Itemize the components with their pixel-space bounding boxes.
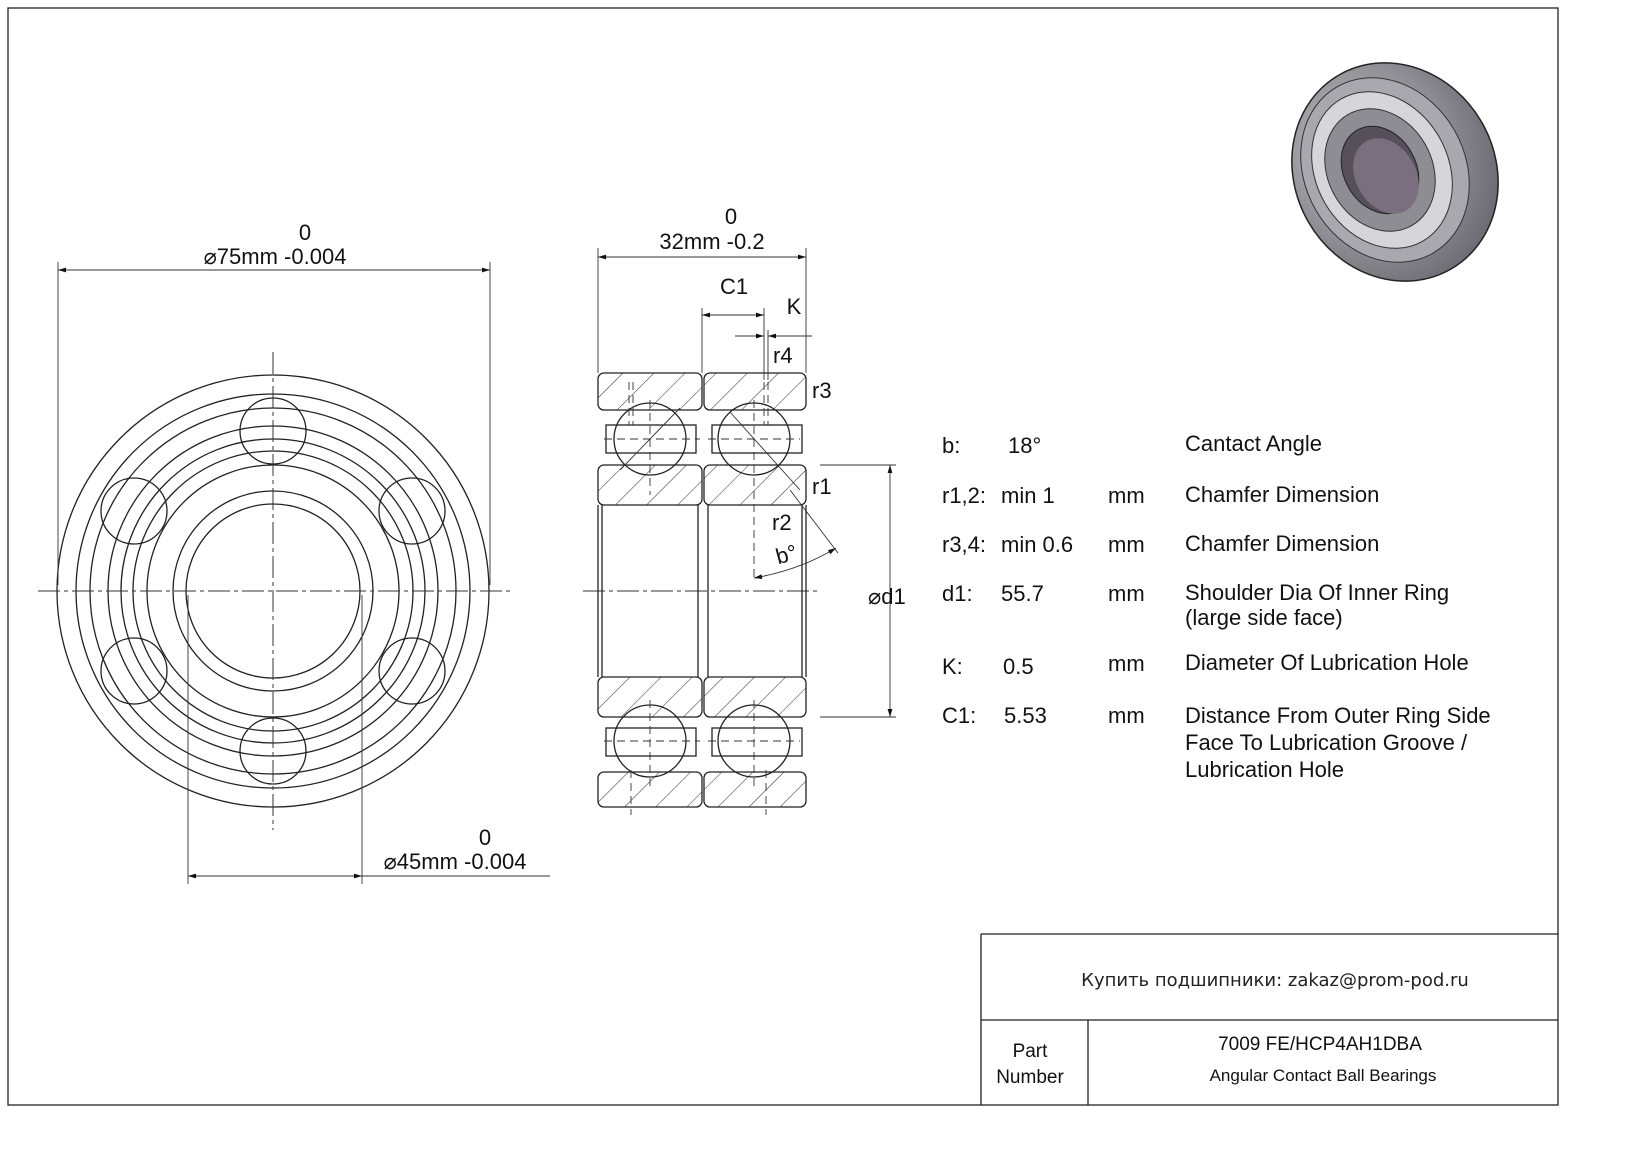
bore-diameter-dimension: ⌀45mm -0.004 bbox=[384, 849, 527, 874]
spec-text: 18° bbox=[1008, 433, 1041, 458]
r3-label: r3 bbox=[812, 378, 832, 403]
spec-text: Shoulder Dia Of Inner Ring bbox=[1185, 580, 1449, 605]
section-view: 0 32mm -0.2 C1 K r4 r3 r1 r2 b° ⌀d1 bbox=[583, 204, 906, 815]
spec-text: min 0.6 bbox=[1001, 532, 1073, 557]
part-number: 7009 FE/HCP4AH1DBA bbox=[1218, 1034, 1422, 1055]
drawing-frame bbox=[7, 7, 1559, 1106]
contact-email: Купить подшипники: zakaz@prom-pod.ru bbox=[1081, 970, 1469, 991]
spec-row: C1: 5.53 mm Distance From Outer Ring SideFa… bbox=[942, 703, 1491, 782]
spec-text: Distance From Outer Ring Side bbox=[1185, 703, 1491, 728]
bearing-3d-image bbox=[1291, 62, 1499, 282]
spec-text: mm bbox=[1108, 651, 1145, 676]
spec-text: d1: bbox=[942, 581, 973, 606]
spec-text: Chamfer Dimension bbox=[1185, 531, 1379, 556]
part-type: Angular Contact Ball Bearings bbox=[1210, 1066, 1437, 1085]
outer-diameter-dimension: ⌀75mm -0.004 bbox=[204, 244, 347, 269]
spec-text: Cantact Angle bbox=[1185, 431, 1322, 456]
spec-text: 5.53 bbox=[1004, 703, 1047, 728]
spec-text: C1: bbox=[942, 703, 976, 728]
width-dimension: 32mm -0.2 bbox=[659, 229, 764, 254]
d1-label: ⌀d1 bbox=[868, 584, 906, 609]
r4-label: r4 bbox=[773, 343, 793, 368]
spec-text: mm bbox=[1108, 703, 1145, 728]
title-block: Купить подшипники: zakaz@prom-pod.ru Par… bbox=[980, 933, 1558, 1105]
spec-text: r1,2: bbox=[942, 483, 986, 508]
spec-text: Diameter Of Lubrication Hole bbox=[1185, 650, 1469, 675]
spec-row: d1: 55.7 mm Shoulder Dia Of Inner Ring(larg… bbox=[942, 580, 1449, 630]
spec-text: Chamfer Dimension bbox=[1185, 482, 1379, 507]
spec-text: min 1 bbox=[1001, 483, 1055, 508]
part-label: Part bbox=[1013, 1041, 1049, 1062]
r1-label: r1 bbox=[812, 474, 832, 499]
spec-text: r3,4: bbox=[942, 532, 986, 557]
k-label: K bbox=[787, 294, 802, 319]
spec-text: mm bbox=[1108, 483, 1145, 508]
spec-text: (large side face) bbox=[1185, 605, 1343, 630]
spec-text: Lubrication Hole bbox=[1185, 757, 1344, 782]
spec-row: r1,2: min 1 mm Chamfer Dimension bbox=[942, 482, 1379, 508]
spec-row: K: 0.5 mm Diameter Of Lubrication Hole bbox=[942, 650, 1469, 679]
spec-text: 0.5 bbox=[1003, 654, 1034, 679]
r2-label: r2 bbox=[772, 510, 792, 535]
spec-row: r3,4: min 0.6 mm Chamfer Dimension bbox=[942, 531, 1379, 557]
spec-row: b: 18° Cantact Angle bbox=[942, 431, 1322, 458]
outer-diameter-tolerance: 0 bbox=[299, 220, 311, 245]
bore-diameter-tolerance: 0 bbox=[479, 825, 491, 850]
spec-text: K: bbox=[942, 654, 963, 679]
spec-text: mm bbox=[1108, 532, 1145, 557]
balls bbox=[100, 397, 446, 785]
spec-text: b: bbox=[942, 433, 960, 458]
spec-text: 55.7 bbox=[1001, 581, 1044, 606]
spec-text: mm bbox=[1108, 581, 1145, 606]
contact-angle-label: b° bbox=[773, 540, 800, 570]
c1-label: C1 bbox=[720, 274, 748, 299]
width-tolerance: 0 bbox=[725, 204, 737, 229]
number-label: Number bbox=[996, 1067, 1064, 1088]
spec-text: Face To Lubrication Groove / bbox=[1185, 730, 1468, 755]
front-view: 0 ⌀75mm -0.004 0 ⌀45mm -0.004 bbox=[38, 220, 550, 884]
